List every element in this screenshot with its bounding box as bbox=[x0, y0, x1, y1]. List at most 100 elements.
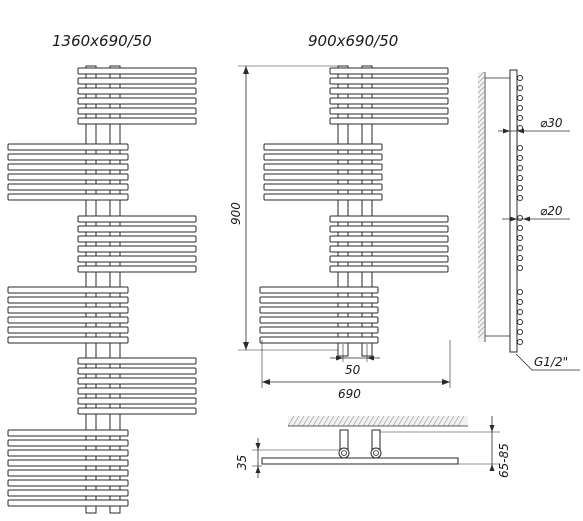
bar-mid-g2-1 bbox=[263, 153, 383, 161]
bar-left-g6-7 bbox=[7, 499, 129, 507]
dim-width-label: 690 bbox=[338, 387, 361, 401]
bar-mid-g3-0 bbox=[329, 215, 449, 223]
bar-left-g5-3 bbox=[77, 387, 197, 395]
radiator-1360-bars bbox=[7, 67, 197, 507]
side-tube-19 bbox=[516, 298, 524, 306]
bar-left-g6-0 bbox=[7, 429, 129, 437]
radiator-900-bars bbox=[259, 67, 449, 344]
side-tube-15 bbox=[516, 244, 524, 252]
bar-left-g6-2 bbox=[7, 449, 129, 457]
bar-left-g2-0 bbox=[7, 143, 129, 151]
side-tube-4 bbox=[516, 114, 524, 122]
side-tube-0 bbox=[516, 74, 524, 82]
bar-mid-g4-3 bbox=[259, 316, 379, 324]
bar-left-g6-4 bbox=[7, 469, 129, 477]
radiator-900-front-view: 900x690/50 900 50 6 bbox=[229, 32, 451, 401]
dim-diameter-large: ⌀30 bbox=[540, 116, 563, 130]
side-tube-8 bbox=[516, 164, 524, 172]
bar-left-g2-5 bbox=[7, 193, 129, 201]
bar-left-g4-0 bbox=[7, 286, 129, 294]
side-tube-14 bbox=[516, 234, 524, 242]
bar-mid-g1-4 bbox=[329, 107, 449, 115]
bar-left-g1-5 bbox=[77, 117, 197, 125]
bar-left-g1-3 bbox=[77, 97, 197, 105]
bar-left-g3-1 bbox=[77, 225, 197, 233]
width-dimension: 690 bbox=[261, 340, 451, 401]
height-dimension: 900 bbox=[229, 65, 338, 351]
side-tube-6 bbox=[516, 144, 524, 152]
side-tube-17 bbox=[516, 264, 524, 272]
bar-mid-g1-0 bbox=[329, 67, 449, 75]
bar-mid-g4-1 bbox=[259, 296, 379, 304]
bar-mid-g3-2 bbox=[329, 235, 449, 243]
bar-left-g2-2 bbox=[7, 163, 129, 171]
bar-left-g5-4 bbox=[77, 397, 197, 405]
radiator-1360-front-view: 1360x690/50 bbox=[7, 32, 197, 514]
bar-mid-g4-2 bbox=[259, 306, 379, 314]
dim-height-label: 900 bbox=[229, 202, 243, 225]
side-tube-12 bbox=[516, 214, 524, 222]
bar-left-g1-1 bbox=[77, 77, 197, 85]
side-tube-11 bbox=[516, 194, 524, 202]
radiator-side-view: ⌀30 ⌀20 G1/2" bbox=[477, 69, 580, 371]
bar-mid-g4-0 bbox=[259, 286, 379, 294]
bar-mid-g4-5 bbox=[259, 336, 379, 344]
side-tube-13 bbox=[516, 224, 524, 232]
side-tube-23 bbox=[516, 338, 524, 346]
bar-left-g4-1 bbox=[7, 296, 129, 304]
side-tube-7 bbox=[516, 154, 524, 162]
bar-left-g6-5 bbox=[7, 479, 129, 487]
bar-mid-g1-2 bbox=[329, 87, 449, 95]
bar-mid-g3-4 bbox=[329, 255, 449, 263]
side-view-tubes bbox=[516, 74, 524, 346]
bar-left-g5-0 bbox=[77, 357, 197, 365]
bar-left-g5-5 bbox=[77, 407, 197, 415]
bar-left-g1-2 bbox=[77, 87, 197, 95]
side-tube-3 bbox=[516, 104, 524, 112]
bar-left-g6-1 bbox=[7, 439, 129, 447]
bar-mid-g2-3 bbox=[263, 173, 383, 181]
side-tube-9 bbox=[516, 174, 524, 182]
top-view-body bbox=[261, 457, 459, 465]
bar-mid-g2-2 bbox=[263, 163, 383, 171]
dim-thread-label: G1/2" bbox=[534, 355, 568, 369]
bar-mid-g1-5 bbox=[329, 117, 449, 125]
bar-left-g3-0 bbox=[77, 215, 197, 223]
bar-mid-g3-1 bbox=[329, 225, 449, 233]
bar-left-g5-1 bbox=[77, 367, 197, 375]
dim-depth-label: 35 bbox=[235, 455, 249, 470]
side-tube-22 bbox=[516, 328, 524, 336]
bar-left-g2-4 bbox=[7, 183, 129, 191]
bar-left-g4-5 bbox=[7, 336, 129, 344]
side-tube-1 bbox=[516, 84, 524, 92]
wall-hatching-bottom bbox=[287, 415, 465, 427]
bar-left-g6-6 bbox=[7, 489, 129, 497]
bar-mid-g3-3 bbox=[329, 245, 449, 253]
side-collector-pipe bbox=[509, 69, 518, 353]
bar-mid-g3-5 bbox=[329, 265, 449, 273]
bar-left-g2-1 bbox=[7, 153, 129, 161]
bar-left-g3-3 bbox=[77, 245, 197, 253]
side-tube-18 bbox=[516, 288, 524, 296]
bar-mid-g1-1 bbox=[329, 77, 449, 85]
model-label-900: 900x690/50 bbox=[308, 32, 398, 50]
side-tube-20 bbox=[516, 308, 524, 316]
bar-mid-g4-4 bbox=[259, 326, 379, 334]
bar-left-g3-4 bbox=[77, 255, 197, 263]
bar-left-g1-0 bbox=[77, 67, 197, 75]
model-label-1360: 1360x690/50 bbox=[52, 32, 152, 50]
dim-diameter-small: ⌀20 bbox=[540, 204, 563, 218]
bar-left-g5-2 bbox=[77, 377, 197, 385]
bar-left-g6-3 bbox=[7, 459, 129, 467]
dim-wall-distance-label: 65-85 bbox=[497, 443, 511, 478]
bar-mid-g2-4 bbox=[263, 183, 383, 191]
bar-left-g4-4 bbox=[7, 326, 129, 334]
radiator-top-view: 35 65-85 bbox=[235, 415, 511, 478]
bar-left-g3-2 bbox=[77, 235, 197, 243]
side-tube-16 bbox=[516, 254, 524, 262]
bar-left-g4-2 bbox=[7, 306, 129, 314]
wall-hatching bbox=[477, 71, 485, 339]
axis-dimension: 50 bbox=[330, 344, 380, 377]
bar-mid-g2-0 bbox=[263, 143, 383, 151]
